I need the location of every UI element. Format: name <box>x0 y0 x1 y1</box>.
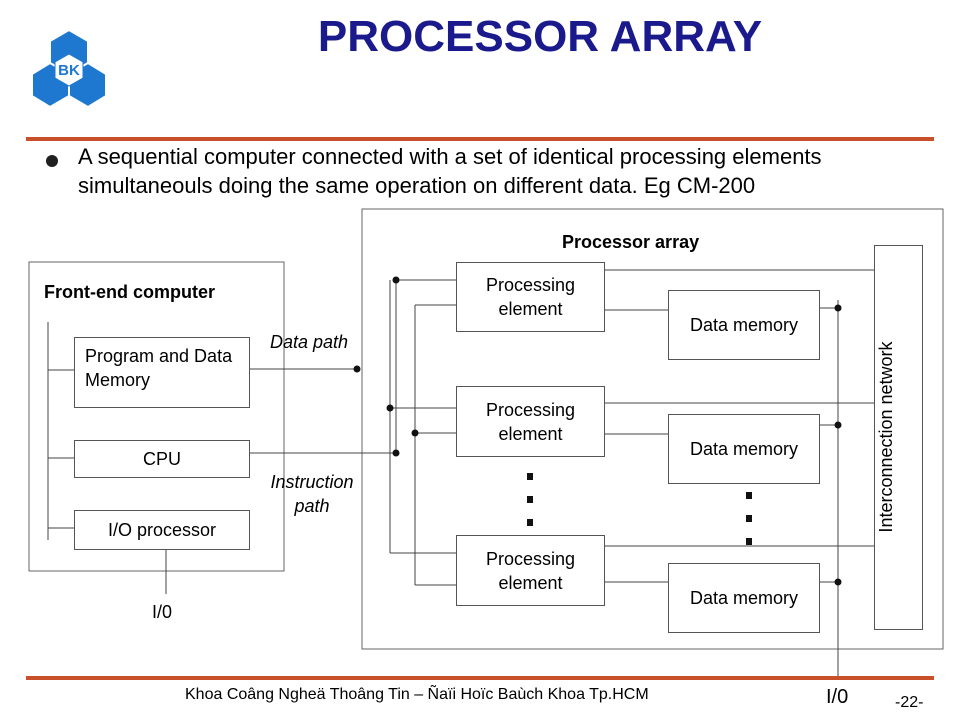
io-processor-box: I/O processor <box>74 510 250 550</box>
interconnection-network-box: Interconnection network <box>874 245 923 630</box>
top-rule <box>26 137 934 141</box>
cpu-box: CPU <box>74 440 250 478</box>
processing-element-3: Processing element <box>456 535 605 606</box>
interconnection-network-label: Interconnection network <box>876 341 896 533</box>
data-memory-2: Data memory <box>668 414 820 484</box>
data-memory-1: Data memory <box>668 290 820 360</box>
processing-element-1: Processing element <box>456 262 605 332</box>
page-title: PROCESSOR ARRAY <box>317 12 763 61</box>
logo: BK <box>30 28 108 111</box>
bottom-rule <box>26 676 934 680</box>
bullet-icon <box>46 155 58 167</box>
bullet-text: A sequential computer connected with a s… <box>78 144 822 198</box>
program-memory-box: Program and Data Memory <box>74 337 250 408</box>
page-number: -22- <box>895 694 924 711</box>
footer-text: Khoa Coâng Ngheä Thoâng Tin – Ñaïi Hoïc … <box>185 686 649 703</box>
logo-text: BK <box>58 62 80 79</box>
front-end-title: Front-end computer <box>44 282 215 302</box>
processor-array-title: Processor array <box>562 232 700 252</box>
array-io-label: I/0 <box>826 686 849 708</box>
processing-element-2: Processing element <box>456 386 605 457</box>
data-memory-3: Data memory <box>668 563 820 633</box>
front-end-io-label: I/0 <box>152 602 173 622</box>
program-memory-label: Program and Data Memory <box>85 346 233 390</box>
instruction-path-label: Instruction path <box>270 472 354 516</box>
data-path-label: Data path <box>270 332 349 352</box>
